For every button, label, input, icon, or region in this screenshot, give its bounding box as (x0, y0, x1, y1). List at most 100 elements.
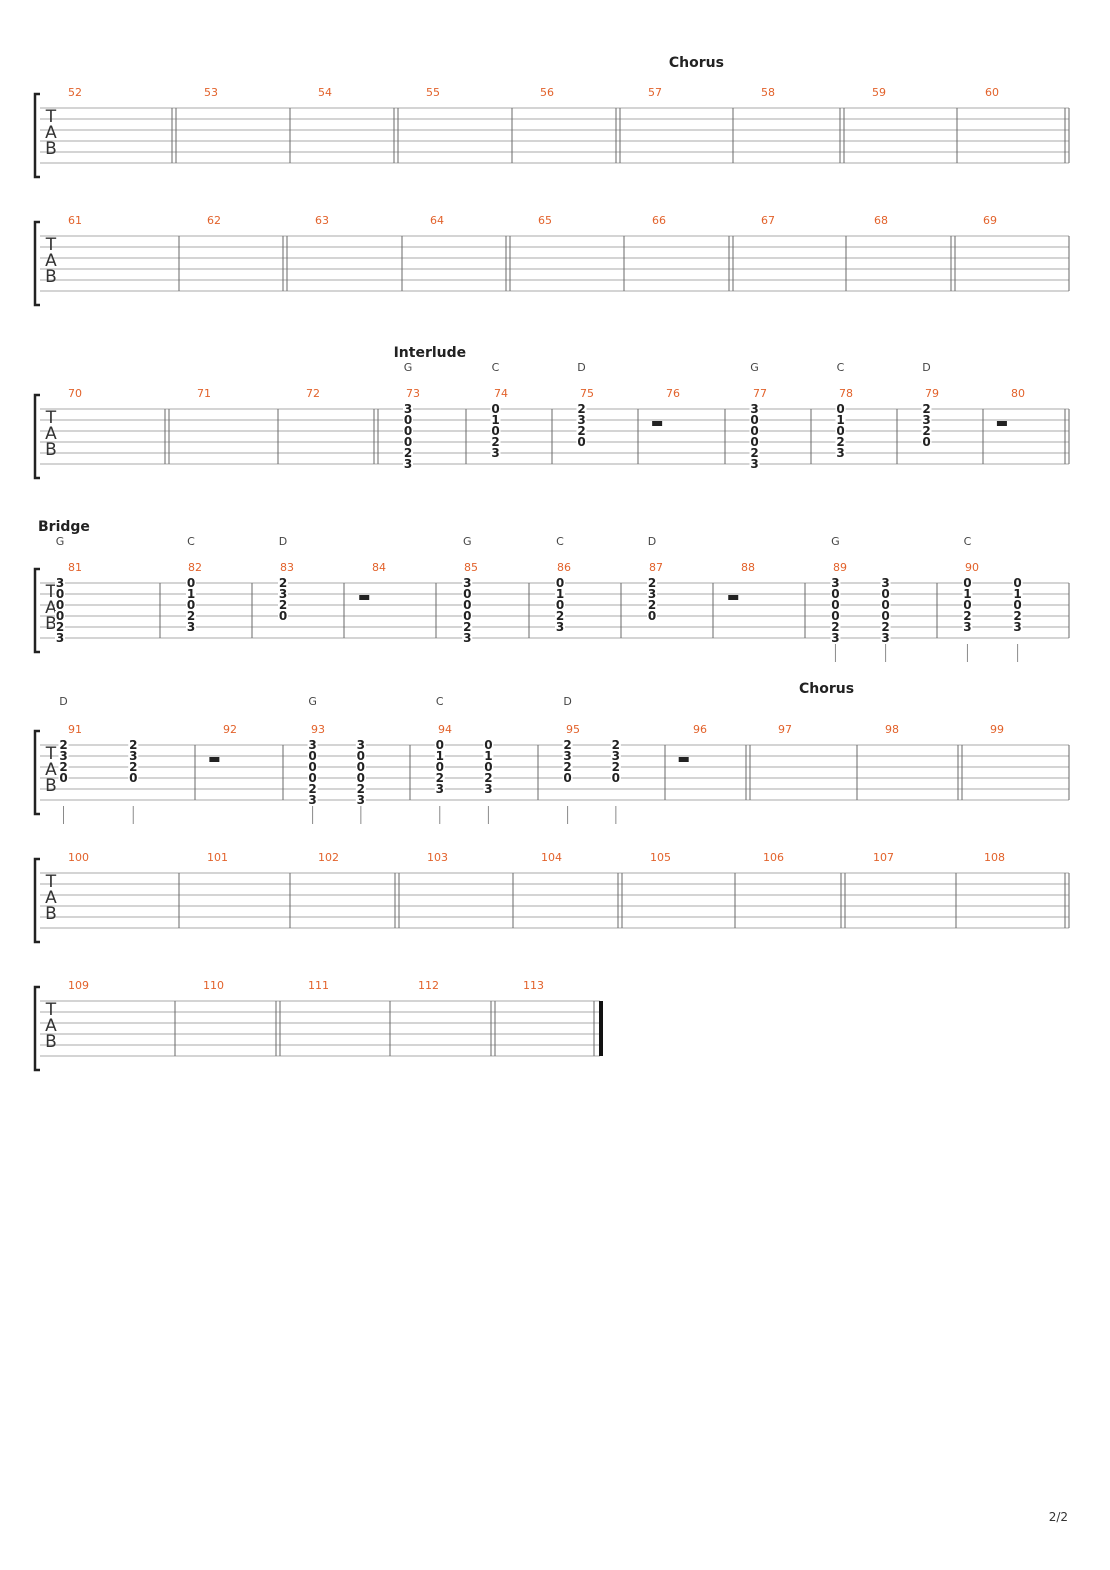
fret-mask (562, 762, 573, 772)
measure-number: 76 (666, 387, 680, 400)
measure-number: 95 (566, 723, 580, 736)
measure-number: 59 (872, 86, 886, 99)
fret-number: 0 (1013, 576, 1021, 590)
fret-mask (403, 404, 413, 414)
measure-number: 97 (778, 723, 792, 736)
fret-number: 1 (491, 413, 499, 427)
measure-number: 62 (207, 214, 221, 227)
fret-mask (278, 611, 288, 621)
fret-number: 2 (556, 609, 564, 623)
fret-number: 0 (357, 771, 365, 785)
tab-clef-letter: T (45, 582, 57, 602)
fret-number: 0 (556, 598, 564, 612)
fret-number: 0 (463, 587, 471, 601)
fret-mask (355, 751, 366, 761)
measure-number: 94 (438, 723, 452, 736)
measure-number: 105 (650, 851, 671, 864)
system-bracket (33, 220, 40, 307)
fret-number: 3 (1013, 620, 1021, 634)
fret-number: 3 (836, 446, 844, 460)
fret-mask (58, 762, 69, 772)
fret-mask (355, 740, 366, 750)
fret-mask (128, 751, 139, 761)
fret-number: 2 (129, 760, 137, 774)
fret-mask (307, 773, 318, 783)
measure-number: 60 (985, 86, 999, 99)
chord-name: D (59, 695, 67, 708)
fret-number: 0 (831, 609, 839, 623)
fret-mask (55, 622, 65, 632)
measure-number: 75 (580, 387, 594, 400)
fret-number: 0 (56, 598, 64, 612)
fret-number: 1 (187, 587, 195, 601)
chord-name: D (279, 535, 287, 548)
fret-number: 3 (463, 576, 471, 590)
chord-name: C (964, 535, 972, 548)
fret-mask (307, 795, 318, 805)
measure-number: 111 (308, 979, 329, 992)
system-bracket (33, 985, 40, 1072)
measure-number: 100 (68, 851, 89, 864)
fret-mask (880, 611, 891, 621)
fret-number: 2 (279, 576, 287, 590)
measure-number: 78 (839, 387, 853, 400)
measure-number: 77 (753, 387, 767, 400)
measure-number: 69 (983, 214, 997, 227)
fret-mask (647, 589, 657, 599)
fret-mask (58, 740, 69, 750)
whole-rest (652, 421, 663, 426)
measure-number: 52 (68, 86, 82, 99)
fret-mask (483, 740, 494, 750)
fret-number: 0 (491, 424, 499, 438)
fret-number: 3 (648, 587, 656, 601)
chord-name: C (187, 535, 195, 548)
fret-mask (921, 415, 932, 425)
fret-number: 0 (463, 609, 471, 623)
fret-mask (835, 426, 846, 436)
fret-number: 2 (129, 738, 137, 752)
chord-name: G (831, 535, 840, 548)
fret-mask (576, 404, 587, 414)
fret-number: 3 (56, 576, 64, 590)
fret-mask (880, 578, 891, 588)
fret-mask (186, 600, 196, 610)
fret-mask (830, 589, 841, 599)
fret-number: 0 (56, 609, 64, 623)
fret-mask (462, 622, 473, 632)
fret-mask (355, 784, 366, 794)
fret-number: 2 (612, 738, 620, 752)
fret-number: 3 (563, 749, 571, 763)
chord-name: C (492, 361, 500, 374)
tab-clef-letter: B (45, 614, 57, 634)
chord-name: G (308, 695, 317, 708)
tab-clef-letter: A (45, 1016, 57, 1036)
fret-number: 2 (648, 576, 656, 590)
fret-mask (562, 740, 573, 750)
measure-number: 98 (885, 723, 899, 736)
fret-number: 2 (59, 760, 67, 774)
measure-number: 88 (741, 561, 755, 574)
fret-number: 2 (922, 424, 930, 438)
fret-number: 1 (836, 413, 844, 427)
fret-number: 0 (59, 771, 67, 785)
fret-mask (562, 751, 573, 761)
fret-mask (1012, 611, 1023, 621)
section-label: Chorus (799, 681, 854, 697)
measure-number: 110 (203, 979, 224, 992)
fret-mask (555, 622, 565, 632)
measure-number: 81 (68, 561, 82, 574)
fret-number: 3 (881, 631, 889, 645)
fret-number: 0 (484, 738, 492, 752)
fret-mask (562, 773, 573, 783)
system-bracket (33, 92, 40, 179)
fret-number: 2 (279, 598, 287, 612)
fret-mask (830, 633, 841, 643)
fret-mask (58, 751, 69, 761)
fret-mask (483, 784, 494, 794)
whole-rest (678, 757, 689, 762)
fret-number: 0 (463, 598, 471, 612)
fret-mask (749, 437, 760, 447)
fret-mask (647, 578, 657, 588)
